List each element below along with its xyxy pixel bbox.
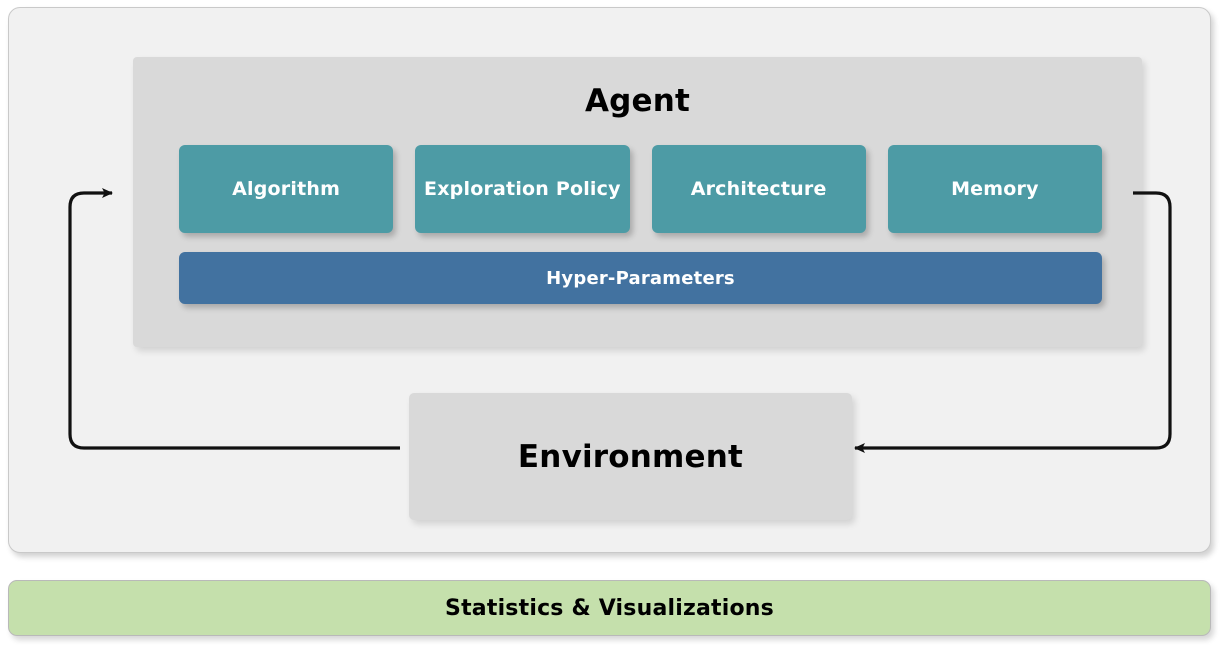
agent-component-exploration-policy[interactable]: Exploration Policy [415, 145, 630, 233]
agent-component-architecture[interactable]: Architecture [651, 145, 866, 233]
hyper-parameters-label: Hyper-Parameters [546, 267, 735, 289]
agent-title: Agent [584, 83, 691, 119]
agent-component-algorithm[interactable]: Algorithm [179, 145, 394, 233]
agent-component-label: Exploration Policy [424, 178, 621, 200]
agent-component-row: Algorithm Exploration Policy Architectur… [179, 145, 1102, 233]
agent-environment-panel: Agent Algorithm Exploration Policy Archi… [8, 7, 1211, 553]
agent-block[interactable]: Agent Algorithm Exploration Policy Archi… [133, 57, 1142, 347]
agent-component-label: Algorithm [232, 178, 341, 200]
statistics-visualizations-banner[interactable]: Statistics & Visualizations [8, 580, 1211, 636]
environment-title: Environment [517, 438, 744, 475]
agent-component-label: Memory [951, 178, 1039, 200]
agent-component-memory[interactable]: Memory [887, 145, 1102, 233]
hyper-parameters-bar[interactable]: Hyper-Parameters [179, 252, 1102, 304]
agent-component-label: Architecture [690, 178, 827, 200]
statistics-visualizations-label: Statistics & Visualizations [445, 595, 774, 621]
environment-block[interactable]: Environment [409, 393, 852, 520]
